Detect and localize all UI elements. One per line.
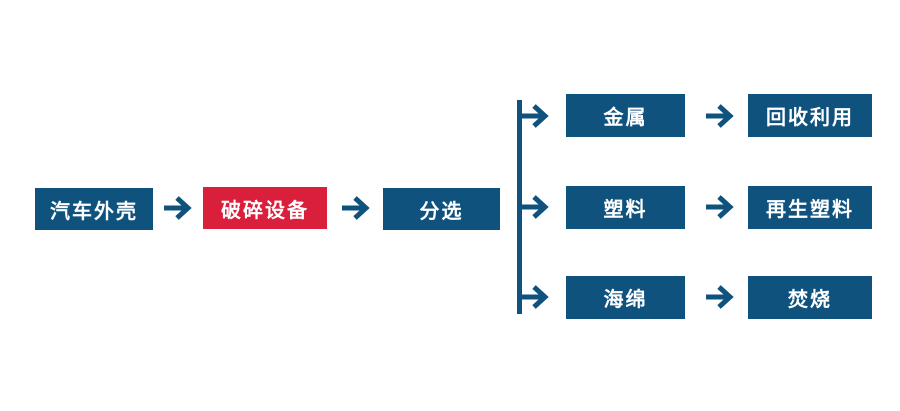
node-sponge: 海绵 — [566, 276, 685, 319]
arrow-right-icon — [704, 283, 736, 311]
node-recycling: 回收利用 — [748, 94, 872, 137]
arrow-right-icon — [519, 193, 551, 221]
arrow-right-icon — [340, 194, 372, 222]
node-car-shell: 汽车外壳 — [35, 188, 153, 230]
arrow-right-icon — [704, 193, 736, 221]
arrow-right-icon — [519, 102, 551, 130]
node-sorting: 分选 — [383, 188, 500, 230]
node-crushing-equipment: 破碎设备 — [203, 187, 327, 229]
arrow-right-icon — [519, 283, 551, 311]
arrow-right-icon — [704, 102, 736, 130]
node-recycled-plastic: 再生塑料 — [748, 186, 872, 229]
node-metal: 金属 — [566, 94, 685, 137]
node-plastic: 塑料 — [566, 186, 685, 229]
node-incineration: 焚烧 — [748, 276, 872, 319]
branch-connector-line — [517, 100, 522, 314]
arrow-right-icon — [162, 194, 194, 222]
